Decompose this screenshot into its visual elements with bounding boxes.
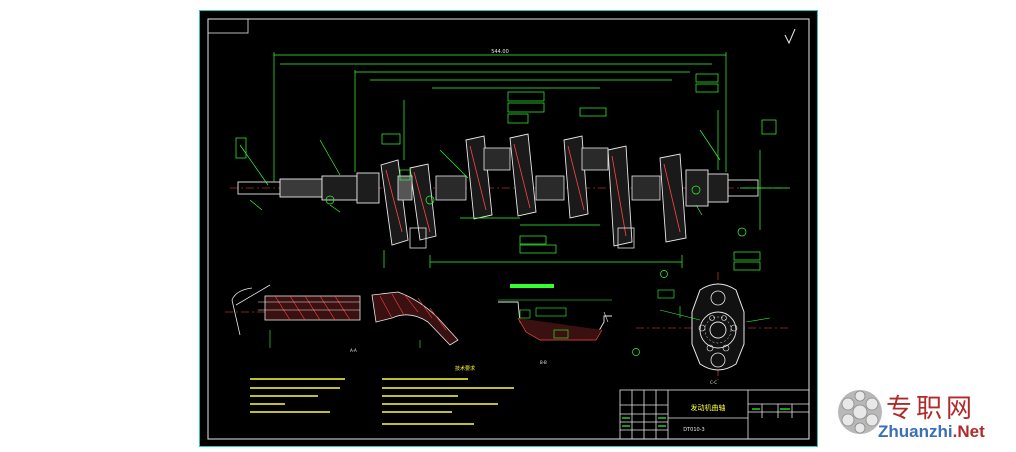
overall-dimension-label: 544.00 <box>491 49 509 55</box>
detail-view-left: A-A <box>225 284 459 353</box>
roughness-symbol <box>784 28 796 45</box>
crankshaft-main-view <box>230 133 790 249</box>
dimension-lines <box>239 52 790 268</box>
inner-frame <box>207 18 810 440</box>
watermark-text-name: Zhuanzhi <box>878 422 953 441</box>
watermark-text-tld: .Net <box>952 422 985 441</box>
section-label-b: B-B <box>540 360 547 365</box>
end-view: C-C <box>632 270 790 385</box>
technical-notes: 技术要求 <box>250 365 514 425</box>
notes-heading: 技术要求 <box>455 365 475 372</box>
watermark-text-en: Zhuanzhi.Net <box>878 422 985 442</box>
section-label-c: C-C <box>710 380 717 385</box>
drawing-title: 发动机曲轴 <box>691 403 726 412</box>
corner-tag <box>207 18 249 34</box>
watermark-logo-icon <box>838 390 882 434</box>
drawing-number: DT010-3 <box>683 427 704 433</box>
section-label-a: A-A <box>350 348 357 353</box>
detail-view-middle: B-B <box>498 284 612 365</box>
title-block <box>619 389 810 440</box>
watermark-text-cn: 专职网 <box>886 394 977 424</box>
watermark: 专职网 Zhuanzhi.Net <box>836 382 1014 448</box>
tolerance-frames <box>235 73 777 271</box>
drawing-sheet <box>199 10 818 447</box>
